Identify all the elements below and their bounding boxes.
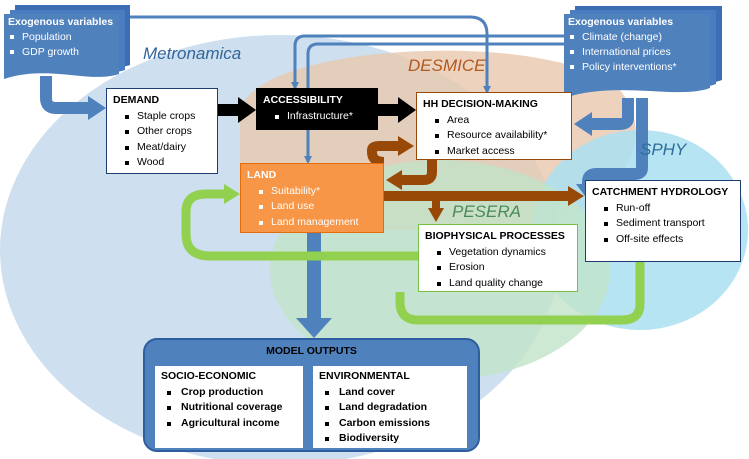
accessibility-item: Infrastructure*: [275, 109, 371, 125]
accessibility-box: ACCESSIBILITY Infrastructure*: [256, 88, 378, 130]
environmental-title: ENVIRONMENTAL: [319, 370, 410, 382]
pesera-label: PESERA: [452, 202, 521, 221]
environmental-item: Biodiversity: [325, 431, 461, 447]
land-title: LAND: [247, 169, 277, 181]
exo-left-item: GDP growth: [8, 45, 113, 60]
exo-right-to-catchment-arrow: [582, 98, 648, 185]
bio-title: BIOPHYSICAL PROCESSES: [425, 230, 565, 242]
socio-economic-panel: SOCIO-ECONOMIC Crop production Nutrition…: [155, 366, 303, 448]
bio-item: Land quality change: [437, 276, 571, 292]
exo-right-item: Policy interventions*: [568, 60, 677, 75]
environmental-panel: ENVIRONMENTAL Land cover Land degradatio…: [313, 366, 467, 448]
demand-item: Wood: [125, 155, 211, 171]
bio-to-land-loop: [181, 189, 418, 261]
catchment-title: CATCHMENT HYDROLOGY: [592, 186, 729, 198]
land-item: Land use: [259, 199, 377, 215]
land-to-catchment-head: [568, 186, 584, 206]
catchment-hydrology-box: CATCHMENT HYDROLOGY Run-off Sediment tra…: [585, 180, 741, 262]
exo-right-to-accessibility-arrow: [291, 34, 564, 90]
socio-economic-item: Crop production: [167, 385, 297, 401]
land-box: LAND Suitability* Land use Land manageme…: [240, 163, 384, 233]
socio-economic-title: SOCIO-ECONOMIC: [161, 370, 257, 382]
model-outputs-title: MODEL OUTPUTS: [266, 345, 357, 357]
exo-left-to-demand-arrow: [40, 76, 90, 114]
model-outputs-box: MODEL OUTPUTS SOCIO-ECONOMIC Crop produc…: [143, 338, 480, 452]
demand-item: Other crops: [125, 124, 211, 140]
exo-left-item: Population: [8, 30, 113, 45]
metronamica-label: Metronamica: [143, 44, 242, 63]
catchment-item: Sediment transport: [604, 216, 734, 232]
demand-item: Staple crops: [125, 109, 211, 125]
exo-right-to-hh-head: [574, 112, 592, 136]
exo-right-item: International prices: [568, 45, 677, 60]
exo-left-title: Exogenous variables: [8, 16, 114, 28]
environmental-item: Land degradation: [325, 400, 461, 416]
demand-title: DEMAND: [113, 94, 160, 106]
catchment-item: Run-off: [604, 201, 734, 217]
hh-to-land-head: [386, 170, 402, 190]
socio-economic-item: Nutritional coverage: [167, 400, 297, 416]
demand-box: DEMAND Staple crops Other crops Meat/dai…: [106, 88, 218, 174]
exo-right-to-hh-arrow: [590, 98, 634, 130]
catchment-item: Off-site effects: [604, 232, 734, 248]
bio-to-land-loop-head: [224, 184, 240, 204]
accessibility-to-hh-head: [398, 97, 416, 123]
demand-to-accessibility-head: [238, 97, 256, 123]
land-item: Land management: [259, 215, 377, 231]
hh-decision-item: Resource availability*: [435, 128, 565, 144]
bio-item: Erosion: [437, 260, 571, 276]
environmental-item: Carbon emissions: [325, 416, 461, 432]
hh-decision-item: Market access: [435, 144, 565, 160]
exo-left-to-demand-head: [88, 96, 106, 120]
exo-left-to-hh-arrow: [130, 15, 491, 94]
land-to-hh-arrow: [367, 141, 400, 167]
desmice-label: DESMICE: [408, 56, 486, 75]
sphy-label: SPHY: [640, 140, 687, 159]
hh-decision-box: HH DECISION-MAKING Area Resource availab…: [416, 92, 572, 160]
hh-decision-title: HH DECISION-MAKING: [423, 98, 538, 110]
bio-item: Vegetation dynamics: [437, 245, 571, 261]
socio-economic-item: Agricultural income: [167, 416, 297, 432]
exo-right-to-land-arrow: [304, 42, 564, 164]
exo-right-title: Exogenous variables: [568, 16, 674, 28]
hh-to-land-arrow: [400, 158, 437, 185]
accessibility-title: ACCESSIBILITY: [263, 94, 343, 106]
hh-decision-item: Area: [435, 113, 565, 129]
land-to-bio-head: [428, 208, 444, 222]
land-to-hh-head: [398, 136, 414, 156]
biophysical-processes-box: BIOPHYSICAL PROCESSES Vegetation dynamic…: [418, 224, 578, 292]
exo-right-item: Climate (change): [568, 30, 677, 45]
exo-right: Exogenous variables Climate (change) Int…: [568, 15, 677, 75]
exo-right-stack: [564, 6, 722, 98]
demand-item: Meat/dairy: [125, 140, 211, 156]
land-to-outputs-head: [296, 318, 332, 338]
exo-left: Exogenous variables Population GDP growt…: [8, 15, 113, 60]
exo-left-stack: [4, 5, 130, 79]
land-item: Suitability*: [259, 184, 377, 200]
environmental-item: Land cover: [325, 385, 461, 401]
catchment-to-bio-loop: [395, 262, 645, 325]
